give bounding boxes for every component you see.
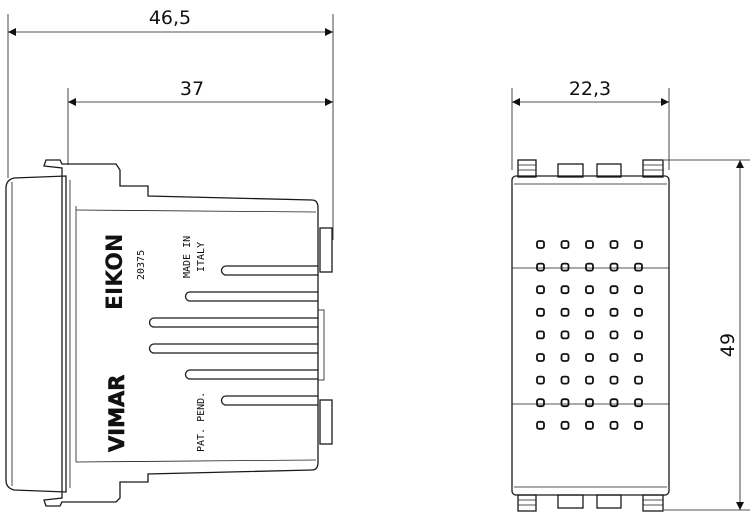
grille-hole (560, 285, 570, 295)
dimension-height: 49 (664, 159, 750, 511)
patent-label: PAT. PEND. (196, 392, 207, 452)
grille-hole (536, 262, 545, 272)
origin-line2: ITALY (196, 242, 207, 272)
dimension-label-width: 22,3 (569, 78, 611, 100)
grille-hole (609, 307, 619, 317)
grille-hole (585, 240, 594, 249)
grille-hole (585, 375, 594, 385)
grille-hole (634, 398, 643, 408)
grille-hole (609, 240, 619, 249)
side-view: EIKON 20375 MADE IN ITALY VIMAR PAT. PEN… (5, 159, 333, 507)
grille-hole (536, 353, 545, 362)
grille-hole (536, 240, 545, 249)
grille-hole (634, 240, 643, 249)
grille-hole (560, 330, 570, 340)
grille-hole (560, 262, 570, 272)
grille-hole (536, 398, 545, 408)
product-code: 20375 (136, 250, 147, 280)
grille-hole (634, 375, 643, 385)
grille-hole (634, 262, 643, 272)
grille-hole (536, 375, 545, 385)
dimension-label-overall-depth: 46,5 (149, 7, 191, 29)
grille-hole (585, 398, 594, 408)
grille-hole (609, 285, 619, 295)
grille-hole (609, 262, 619, 272)
origin-line1: MADE IN (182, 236, 193, 278)
ventilation-slots (148, 265, 318, 406)
grille-hole (585, 307, 594, 317)
grille-hole (536, 420, 545, 430)
grille-hole (585, 420, 594, 430)
grille-hole (634, 285, 643, 295)
grille-hole (634, 353, 643, 362)
series-label: EIKON (103, 234, 128, 310)
manufacturer-logo: VIMAR (105, 375, 129, 452)
grille-hole (634, 307, 643, 317)
grille-hole (585, 285, 594, 295)
front-view (511, 159, 670, 512)
grille-hole (609, 398, 619, 408)
dimension-width: 22,3 (511, 78, 670, 170)
grille-hole (585, 330, 594, 340)
grille-hole (560, 353, 570, 362)
grille-hole (585, 353, 594, 362)
grille-hole (609, 375, 619, 385)
grille-hole (560, 307, 570, 317)
grille-hole (609, 420, 619, 430)
grille-hole (536, 307, 545, 317)
grille-hole (585, 262, 594, 272)
grille-hole (560, 398, 570, 408)
grille-hole (609, 330, 619, 340)
dimension-label-body-depth: 37 (180, 78, 204, 100)
dimension-overall-depth: 46,5 (7, 7, 334, 240)
dimension-label-height: 49 (717, 333, 739, 357)
grille-hole (560, 375, 570, 385)
speaker-grille (536, 240, 643, 430)
grille-hole (560, 240, 570, 249)
grille-hole (634, 420, 643, 430)
dimension-body-depth: 37 (67, 78, 333, 165)
grille-hole (536, 285, 545, 295)
grille-hole (634, 330, 643, 340)
grille-hole (536, 330, 545, 340)
grille-hole (560, 420, 570, 430)
grille-hole (609, 353, 619, 362)
